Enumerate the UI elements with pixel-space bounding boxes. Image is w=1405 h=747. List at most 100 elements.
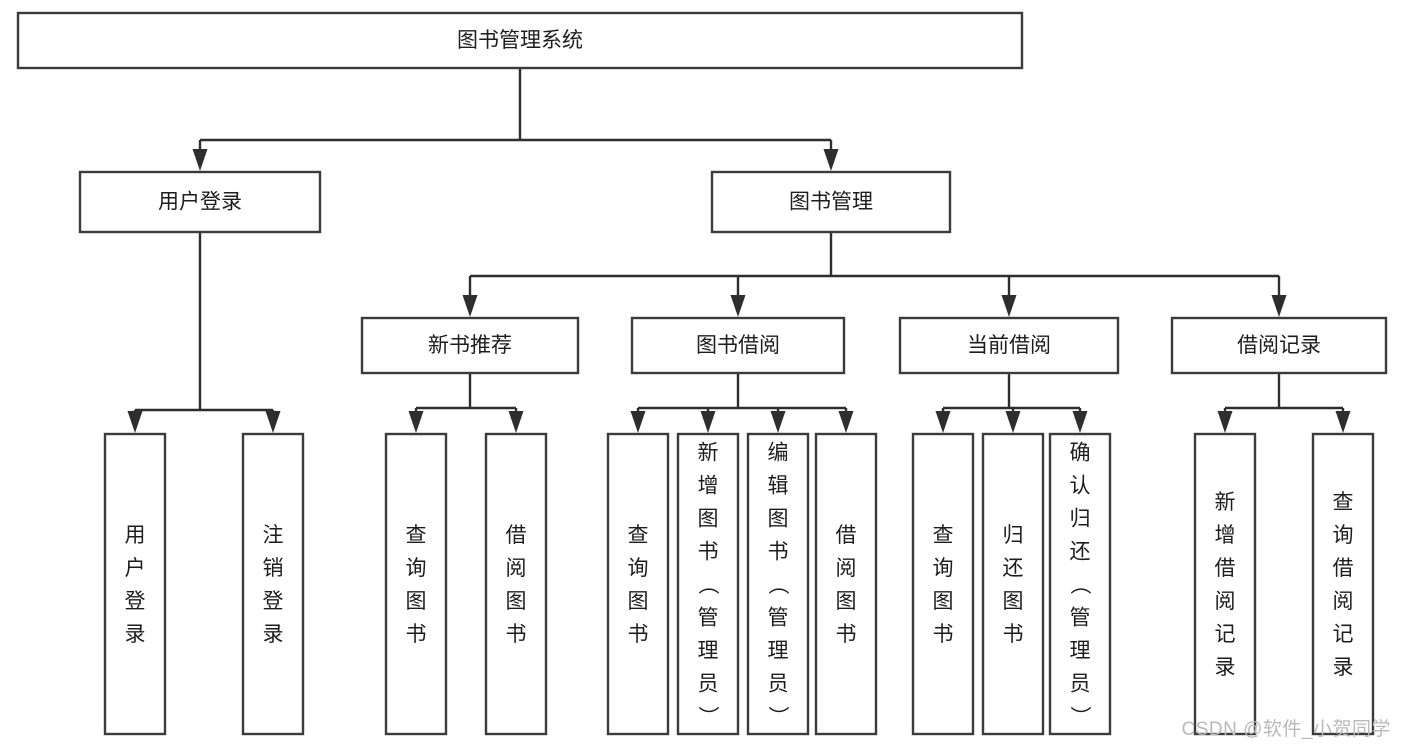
node-label-char: 阅	[506, 557, 527, 580]
arrow-head-icon	[823, 149, 839, 171]
node-box-new-book-rec[interactable]	[360, 316, 580, 375]
node-label: 用户登录	[158, 191, 242, 214]
node-root[interactable]: 图书管理系统	[16, 11, 1024, 70]
node-box-leaf-add-book[interactable]	[676, 432, 740, 736]
node-label-char: 销	[263, 557, 284, 580]
node-box-leaf-borrow-book-2[interactable]	[814, 432, 878, 736]
node-box-leaf-query-book-3[interactable]	[911, 432, 975, 736]
node-box-user-login[interactable]	[78, 170, 322, 234]
connector-group-book_manage	[462, 232, 1287, 317]
node-box-book-manage[interactable]	[710, 170, 952, 234]
node-box-leaf-query-book-1[interactable]	[384, 432, 448, 736]
node-label-char: 理	[698, 639, 719, 662]
node-book-manage[interactable]: 图书管理	[710, 170, 952, 234]
node-label-char: 书	[1003, 623, 1024, 646]
nodes-layer: 图书管理系统用户登录图书管理新书推荐图书借阅当前借阅借阅记录用户登录注销登录查询…	[16, 11, 1388, 736]
node-label-char: 书	[768, 540, 789, 563]
node-box-current-borrow[interactable]	[898, 316, 1120, 375]
node-box-leaf-query-book-2[interactable]	[606, 432, 670, 736]
node-box-leaf-logout[interactable]	[241, 432, 305, 736]
node-label: 当前借阅	[967, 334, 1051, 357]
node-new-book-rec[interactable]: 新书推荐	[360, 316, 580, 375]
node-box-leaf-borrow-book-1[interactable]	[484, 432, 548, 736]
node-label-char: 员	[1070, 672, 1091, 695]
node-label-char: 增	[1215, 524, 1236, 547]
node-label-char: 注	[263, 524, 284, 547]
node-label-char: 图	[768, 507, 789, 530]
connector-group-root	[192, 68, 839, 171]
node-box-leaf-query-record[interactable]	[1311, 432, 1375, 736]
node-label-char: 借	[836, 524, 857, 547]
node-label-char: 图	[628, 590, 649, 613]
node-box-leaf-confirm-return[interactable]	[1048, 432, 1112, 736]
node-label-char: （	[1068, 574, 1091, 595]
node-label-char: 询	[1333, 524, 1354, 547]
edges-layer	[127, 68, 1351, 433]
arrow-head-icon	[1005, 411, 1021, 433]
node-label-char: 增	[698, 474, 719, 497]
node-label-char: 图	[933, 590, 954, 613]
node-box-leaf-edit-book[interactable]	[746, 432, 810, 736]
node-box-leaf-user-login[interactable]	[103, 432, 167, 736]
node-label: 新书推荐	[428, 334, 512, 357]
node-label-char: 图	[1003, 590, 1024, 613]
node-label-char: ）	[1068, 706, 1091, 727]
node-label-char: 借	[1215, 557, 1236, 580]
node-label-char: 确	[1070, 441, 1091, 464]
arrow-head-icon	[1335, 411, 1351, 433]
arrow-head-icon	[1072, 411, 1088, 433]
node-label-char: 借	[1333, 557, 1354, 580]
node-label-char: 理	[1070, 639, 1091, 662]
node-label: 借阅记录	[1237, 334, 1321, 357]
node-label-char: 辑	[768, 474, 789, 497]
node-label-char: 管	[1070, 606, 1091, 629]
node-current-borrow[interactable]: 当前借阅	[898, 316, 1120, 375]
node-label-char: 理	[768, 639, 789, 662]
arrow-head-icon	[770, 411, 786, 433]
node-user-login[interactable]: 用户登录	[78, 170, 322, 234]
connector-group-borrow_record	[1217, 373, 1351, 433]
node-label-char: 图	[506, 590, 527, 613]
node-borrow-record[interactable]: 借阅记录	[1170, 316, 1388, 375]
node-label-char: 记	[1333, 623, 1354, 646]
node-label-char: 询	[933, 557, 954, 580]
arrow-head-icon	[462, 295, 478, 317]
arrow-head-icon	[508, 411, 524, 433]
node-box-leaf-return-book[interactable]	[981, 432, 1045, 736]
node-book-borrow[interactable]: 图书借阅	[630, 316, 846, 375]
node-box-borrow-record[interactable]	[1170, 316, 1388, 375]
node-label-char: 录	[1333, 656, 1354, 679]
node-label-char: 阅	[836, 557, 857, 580]
node-label: 图书管理系统	[457, 29, 583, 52]
node-label-char: 还	[1070, 540, 1091, 563]
node-label-char: 归	[1003, 524, 1024, 547]
node-leaf-user-login[interactable]: 用户登录	[103, 432, 167, 736]
node-label-char: ）	[696, 706, 719, 727]
arrow-head-icon	[700, 411, 716, 433]
node-label-char: 归	[1070, 507, 1091, 530]
node-box-root[interactable]	[16, 11, 1024, 70]
node-label-char: 员	[768, 672, 789, 695]
node-label-char: 录	[1215, 656, 1236, 679]
node-box-leaf-add-record[interactable]	[1193, 432, 1257, 736]
node-label-char: 查	[628, 524, 649, 547]
node-box-book-borrow[interactable]	[630, 316, 846, 375]
node-label-char: ）	[766, 706, 789, 727]
connector-group-user_login	[127, 232, 281, 433]
node-label-char: 录	[125, 623, 146, 646]
node-label-char: 书	[628, 623, 649, 646]
node-label-char: 登	[125, 590, 146, 613]
connector-group-new_book_rec	[408, 373, 524, 433]
